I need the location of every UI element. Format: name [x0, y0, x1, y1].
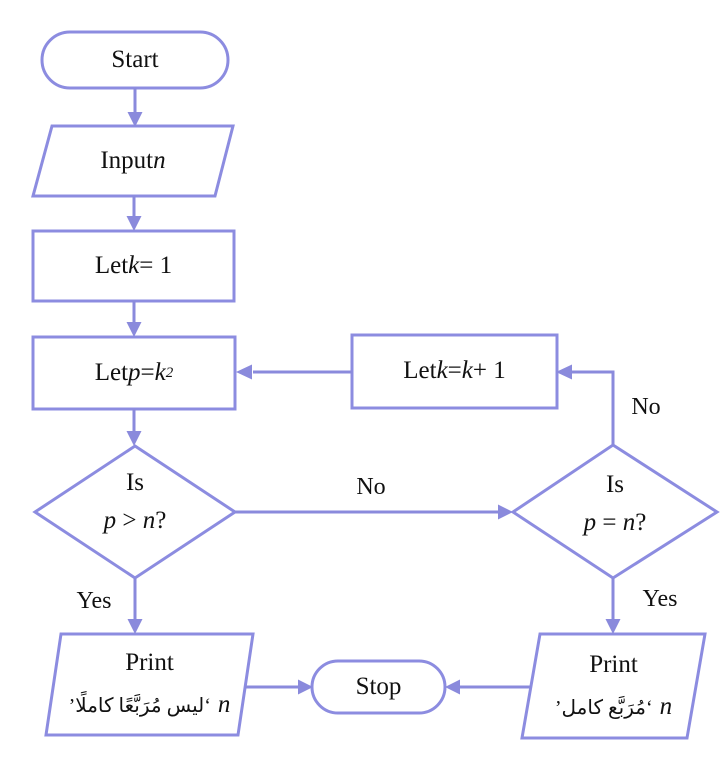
arrowhead-down-icon — [127, 112, 143, 127]
decision-left-question-mark: ? — [155, 507, 167, 534]
arrowhead-left-icon — [236, 364, 252, 380]
start-text: Start — [111, 45, 159, 73]
decision-right-line2: p = n? — [584, 504, 647, 542]
let-k-value: = 1 — [139, 251, 173, 279]
inc-k-equals: = — [447, 357, 462, 385]
input-variable: n — [153, 146, 166, 174]
decision-right-node-label: Is p = n? — [513, 466, 717, 542]
print-left-quoted-arabic: ‘ليس‎ مُرَبَّعًا‎ كاملًا‎’ — [68, 695, 211, 717]
yes-left-text: Yes — [76, 587, 112, 614]
stop-node-label: Stop — [312, 661, 445, 713]
inc-k-variable2: k — [461, 357, 473, 385]
print-left-line1: Print — [125, 649, 174, 676]
print-right-node-shape — [520, 632, 707, 740]
stop-text: Stop — [355, 672, 402, 700]
input-node-label: Input n — [33, 126, 233, 196]
arrowhead-down-icon — [127, 619, 143, 634]
yes-right-text: Yes — [642, 585, 678, 612]
start-node-label: Start — [42, 32, 228, 88]
print-left-variable: n — [217, 691, 231, 718]
arrowhead-down-icon — [126, 431, 142, 446]
arrowhead-right-icon — [298, 679, 313, 695]
no-top-text: No — [631, 393, 661, 420]
arrow-no-feedback-line — [571, 370, 615, 446]
arrowhead-down-icon — [126, 322, 142, 337]
print-left-node-label: Print ‘ليس‎ مُرَبَّعًا‎ كاملًا‎’ n — [46, 634, 253, 735]
decision-left-var1: p — [103, 507, 117, 534]
arrowhead-left-icon — [445, 679, 460, 695]
let-p-equals: = — [140, 358, 155, 386]
arrowhead-right-icon — [498, 504, 513, 520]
decision-left-operator: > — [116, 507, 143, 534]
decision-right-var2: n — [622, 509, 636, 536]
print-right-node-label: Print ‘مُرَبَّع‎ كامل‎’ n — [522, 634, 705, 738]
input-node-shape — [31, 124, 235, 198]
print-right-line1: Print — [589, 650, 638, 678]
decision-left-var2: n — [142, 507, 156, 534]
inc-k-variable: k — [436, 357, 448, 385]
print-left-line2: ‘ليس‎ مُرَبَّعًا‎ كاملًا‎’ n — [69, 684, 231, 727]
let-k-variable: k — [128, 251, 140, 279]
print-right-variable: n — [659, 692, 673, 720]
decision-right-var1: p — [583, 509, 597, 536]
edge-label-yes-right: Yes — [628, 586, 692, 612]
decision-left-line2: p > n? — [104, 502, 167, 540]
print-left-node-shape — [44, 632, 255, 737]
let-k-node-label: Let k = 1 — [33, 231, 234, 301]
decision-right-line1: Is — [605, 471, 625, 498]
inc-k-text: Let — [403, 357, 437, 385]
decision-left-node-label: Is p > n? — [35, 464, 235, 540]
let-k-text: Let — [94, 251, 129, 279]
let-p-variable2: k — [154, 358, 166, 386]
inc-k-value: + 1 — [472, 357, 506, 385]
let-p-text: Let — [94, 358, 129, 386]
print-right-line2: ‘مُرَبَّع‎ كامل‎’ n — [555, 686, 672, 729]
no-middle-text: No — [356, 473, 386, 500]
arrowhead-down-icon — [126, 216, 142, 231]
input-text: Input — [100, 146, 154, 174]
print-right-quoted-arabic: ‘مُرَبَّع‎ كامل‎’ — [554, 696, 653, 719]
arrowhead-down-icon — [605, 619, 621, 634]
increment-k-node-label: Let k = k + 1 — [352, 335, 557, 408]
edge-label-no-middle: No — [341, 474, 401, 500]
decision-right-question-mark: ? — [635, 509, 647, 536]
decision-left-line1: Is — [125, 469, 145, 496]
arrowhead-left-icon — [556, 364, 572, 380]
edge-label-yes-left: Yes — [64, 588, 124, 614]
edge-label-no-top: No — [614, 394, 678, 420]
decision-right-operator: = — [596, 509, 623, 536]
let-p-variable: p — [128, 358, 141, 386]
